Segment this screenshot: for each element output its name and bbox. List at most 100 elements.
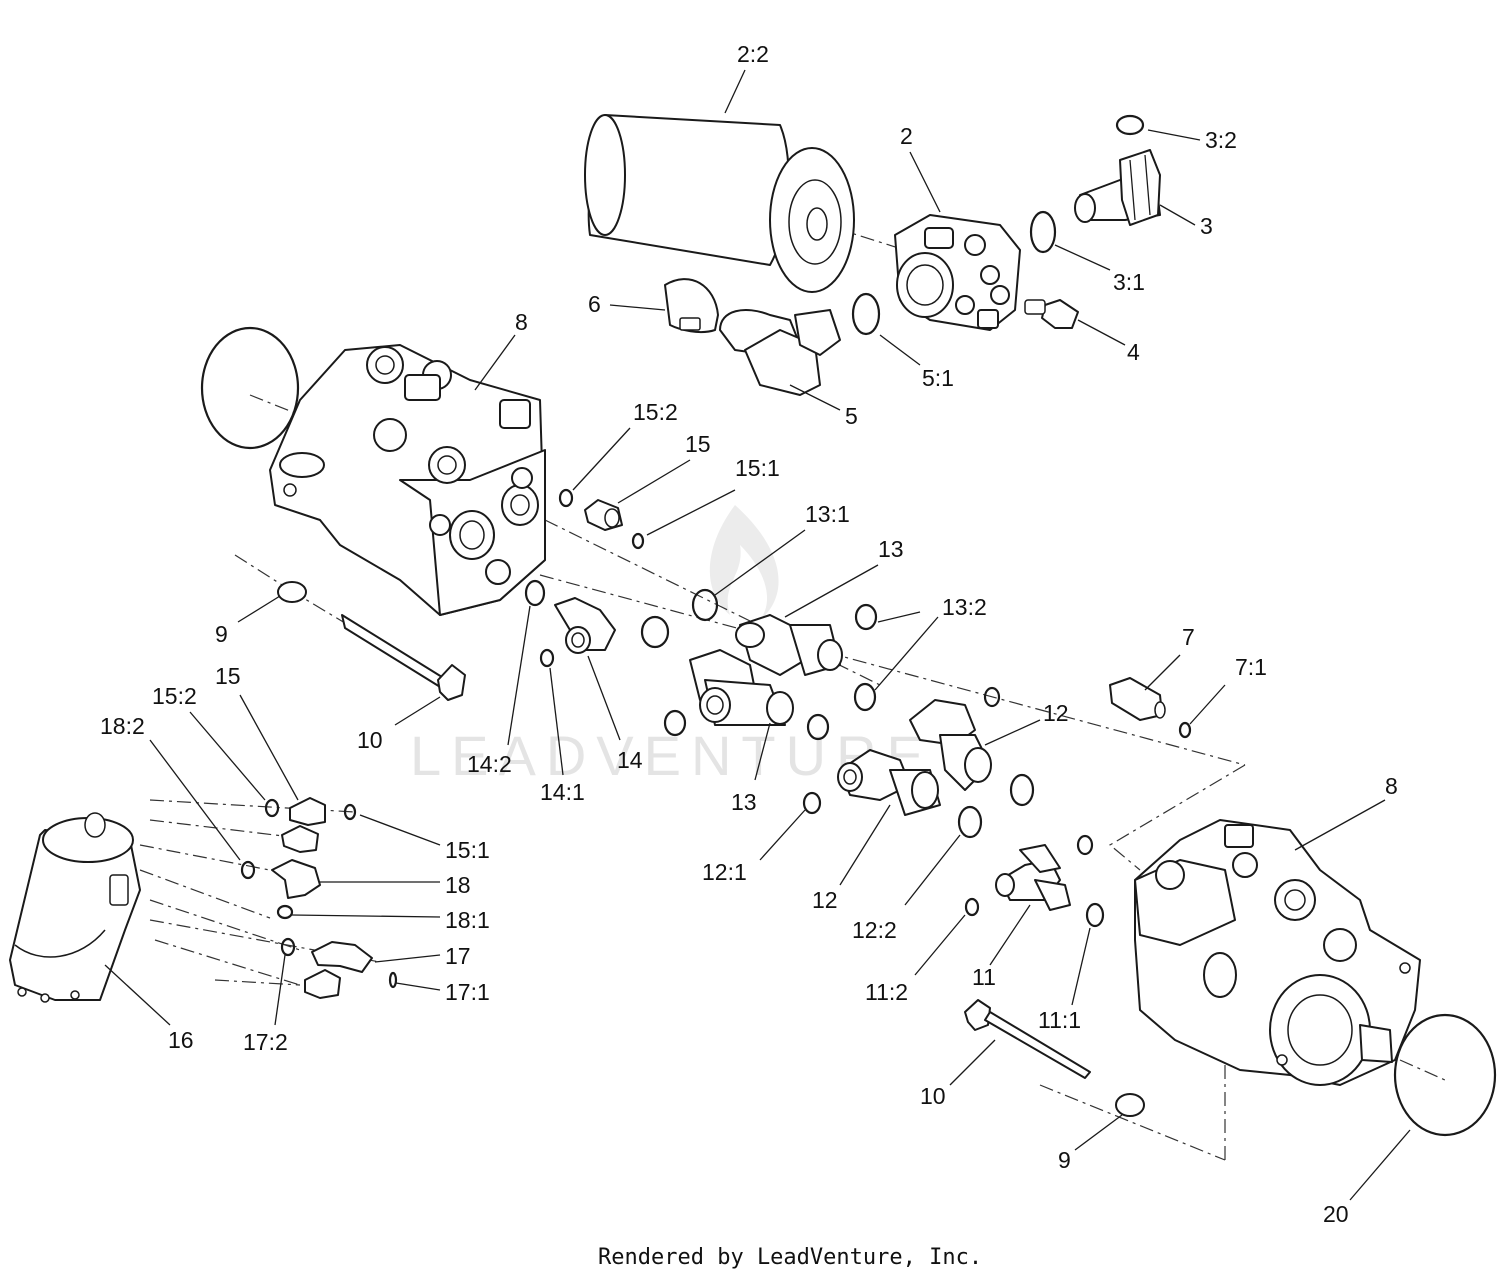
hydraulic-pump-lower [1134, 819, 1421, 1086]
elbow-12-upper [909, 699, 992, 791]
callout-10-upper: 10 [357, 727, 383, 753]
o-ring-15-2-upper [558, 488, 574, 508]
callout-3-1: 3:1 [1113, 269, 1145, 295]
callout-14-2: 14:2 [467, 751, 512, 777]
callout-4: 4 [1127, 339, 1140, 365]
callout-15-upper: 15 [685, 431, 711, 457]
callout-13-upper: 13 [878, 536, 904, 562]
elbow-18 [271, 859, 321, 899]
fitting-3 [1074, 149, 1161, 226]
callout-14: 14 [617, 747, 643, 773]
callout-12-lower: 12 [812, 887, 838, 913]
fitting-17-lower [304, 969, 341, 999]
o-ring-13-2-a [854, 603, 878, 631]
elbow-5 [719, 309, 841, 396]
callout-9-lower: 9 [1058, 1147, 1071, 1173]
fitting-7 [1109, 677, 1166, 721]
o-ring-13-1 [691, 588, 719, 622]
callout-11-2: 11:2 [865, 979, 908, 1005]
bolt-10-lower [964, 999, 1091, 1079]
callout-20: 20 [1323, 1201, 1349, 1227]
tee-13-lower [689, 649, 794, 726]
callout-14-1: 14:1 [540, 779, 585, 805]
footer-credit: Rendered by LeadVenture, Inc. [598, 1245, 982, 1270]
callout-11: 11 [972, 964, 996, 990]
callout-15-lower: 15 [215, 663, 241, 689]
callout-18-2: 18:2 [100, 713, 145, 739]
callout-15-1-lower: 15:1 [445, 837, 490, 863]
callout-15-2-upper: 15:2 [633, 399, 678, 425]
o-ring-5-1 [851, 292, 881, 336]
pump-seal-ring-upper [200, 326, 300, 450]
callout-18: 18 [445, 872, 471, 898]
callout-11-1: 11:1 [1038, 1007, 1081, 1033]
pump-seal-ring-20 [1393, 1013, 1497, 1137]
leader-lines [104, 69, 1411, 1201]
callout-3: 3 [1200, 213, 1213, 239]
tee-11 [995, 844, 1071, 911]
elbow-14 [554, 597, 616, 654]
filter-head [894, 214, 1021, 331]
o-ring-12-right [1009, 773, 1035, 807]
fitting-15-lower [289, 797, 326, 826]
callout-10-lower: 10 [920, 1083, 946, 1109]
callout-15-2-lower: 15:2 [152, 683, 197, 709]
plug-4 [1024, 299, 1079, 329]
o-ring-7-1 [1178, 721, 1192, 739]
washer-9-upper [277, 581, 307, 603]
callout-13-1: 13:1 [805, 501, 850, 527]
o-ring-13-b [640, 615, 670, 649]
o-ring-13-d [806, 713, 830, 741]
hydraulic-pump-upper [269, 344, 546, 616]
o-ring-13-c [663, 709, 687, 737]
filter-element [584, 114, 855, 293]
o-ring-17-1 [388, 971, 398, 989]
washer-9-lower [1115, 1093, 1145, 1117]
callout-5: 5 [845, 403, 858, 429]
o-ring-18-1 [276, 904, 294, 920]
callout-labels: 2:2 2 3:2 3 3:1 6 4 5:1 5 8 15:2 15 15:1… [100, 41, 1398, 1227]
elbow-12-lower [837, 749, 941, 816]
o-ring-12-2 [957, 805, 983, 839]
elbow-17 [311, 941, 373, 973]
callout-2-2: 2:2 [737, 41, 769, 67]
tee-13-upper [735, 614, 843, 676]
callout-12-2: 12:2 [852, 917, 897, 943]
callout-12-upper: 12 [1043, 700, 1069, 726]
o-ring-15-1-upper [631, 532, 645, 550]
callout-7-1: 7:1 [1235, 654, 1267, 680]
bolt-10-upper [341, 614, 466, 701]
clamp-6 [664, 278, 719, 334]
o-ring-12-1 [802, 791, 822, 815]
callout-12-1: 12:1 [702, 859, 747, 885]
o-ring-3-2 [1115, 114, 1145, 136]
callout-8-upper: 8 [515, 309, 528, 335]
callout-9-upper: 9 [215, 621, 228, 647]
o-ring-14-2 [524, 579, 546, 607]
o-ring-3-1 [1029, 210, 1057, 254]
callout-7: 7 [1182, 624, 1195, 650]
o-ring-11-1 [1085, 902, 1105, 928]
o-ring-15-1-lower [343, 803, 357, 821]
callout-15-1-upper: 15:1 [735, 455, 780, 481]
callout-5-1: 5:1 [922, 365, 954, 391]
callout-17: 17 [445, 943, 471, 969]
o-ring-12-upper [983, 686, 1001, 708]
fitting-15-upper [584, 499, 623, 531]
callout-3-2: 3:2 [1205, 127, 1237, 153]
callout-2: 2 [900, 123, 913, 149]
callout-17-2: 17:2 [243, 1029, 288, 1055]
o-ring-11-top [1076, 834, 1094, 856]
o-ring-15-2-lower [264, 798, 280, 818]
o-ring-11-2 [964, 897, 980, 917]
callout-16: 16 [168, 1027, 194, 1053]
hydraulic-motor-16 [9, 812, 141, 1003]
o-ring-17-2 [280, 937, 296, 957]
callout-13-lower: 13 [731, 789, 757, 815]
o-ring-18-2 [240, 860, 256, 880]
callout-13-2: 13:2 [942, 594, 987, 620]
callout-17-1: 17:1 [445, 979, 490, 1005]
o-ring-14-1 [539, 648, 555, 668]
fitting-unlabeled [281, 825, 319, 853]
